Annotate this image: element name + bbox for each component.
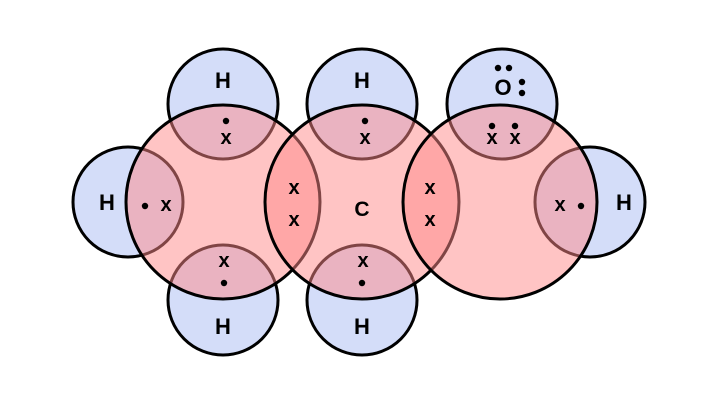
electron-dot	[141, 202, 149, 210]
electron-dot	[358, 279, 366, 287]
carbon-label: C	[354, 198, 369, 221]
electron-dot	[220, 279, 228, 287]
electron-cross: x	[424, 177, 435, 199]
lone-pair-dot	[518, 89, 526, 97]
electron-cross: x	[509, 127, 520, 149]
electron-cross: x	[357, 250, 368, 272]
electron-cross: x	[220, 127, 231, 149]
electron-cross: x	[288, 177, 299, 199]
lone-pair-dot	[494, 64, 502, 72]
heavy-atom-shells	[124, 103, 599, 301]
hydrogen-label-left: H	[99, 190, 115, 215]
hydrogen-label-top-2: H	[354, 68, 370, 93]
lone-pair-dot	[518, 78, 526, 86]
electron-dot	[488, 122, 496, 130]
electron-dot	[361, 117, 369, 125]
electron-dot	[511, 122, 519, 130]
bonding-dots	[141, 117, 585, 287]
atom-labels: H H H H H H C O	[99, 68, 632, 339]
hydrogen-label-bottom-1: H	[215, 314, 231, 339]
oxygen-lone-pairs	[494, 64, 526, 97]
lone-pair-dot	[505, 64, 513, 72]
hydrogen-label-right: H	[616, 190, 632, 215]
electron-cross: x	[288, 209, 299, 231]
electron-cross: x	[160, 194, 171, 216]
electron-cross: x	[424, 209, 435, 231]
electron-dot	[222, 117, 230, 125]
electron-cross: x	[486, 127, 497, 149]
bonding-crosses: x x x x x x x x x x x x	[160, 127, 565, 272]
hydrogen-label-top-1: H	[215, 68, 231, 93]
oxygen-label: O	[494, 75, 511, 100]
oxygen-shell	[401, 103, 599, 301]
electron-cross: x	[359, 127, 370, 149]
electron-cross: x	[554, 194, 565, 216]
electron-dot	[577, 202, 585, 210]
hydrogen-label-bottom-2: H	[354, 314, 370, 339]
electron-cross: x	[218, 250, 229, 272]
